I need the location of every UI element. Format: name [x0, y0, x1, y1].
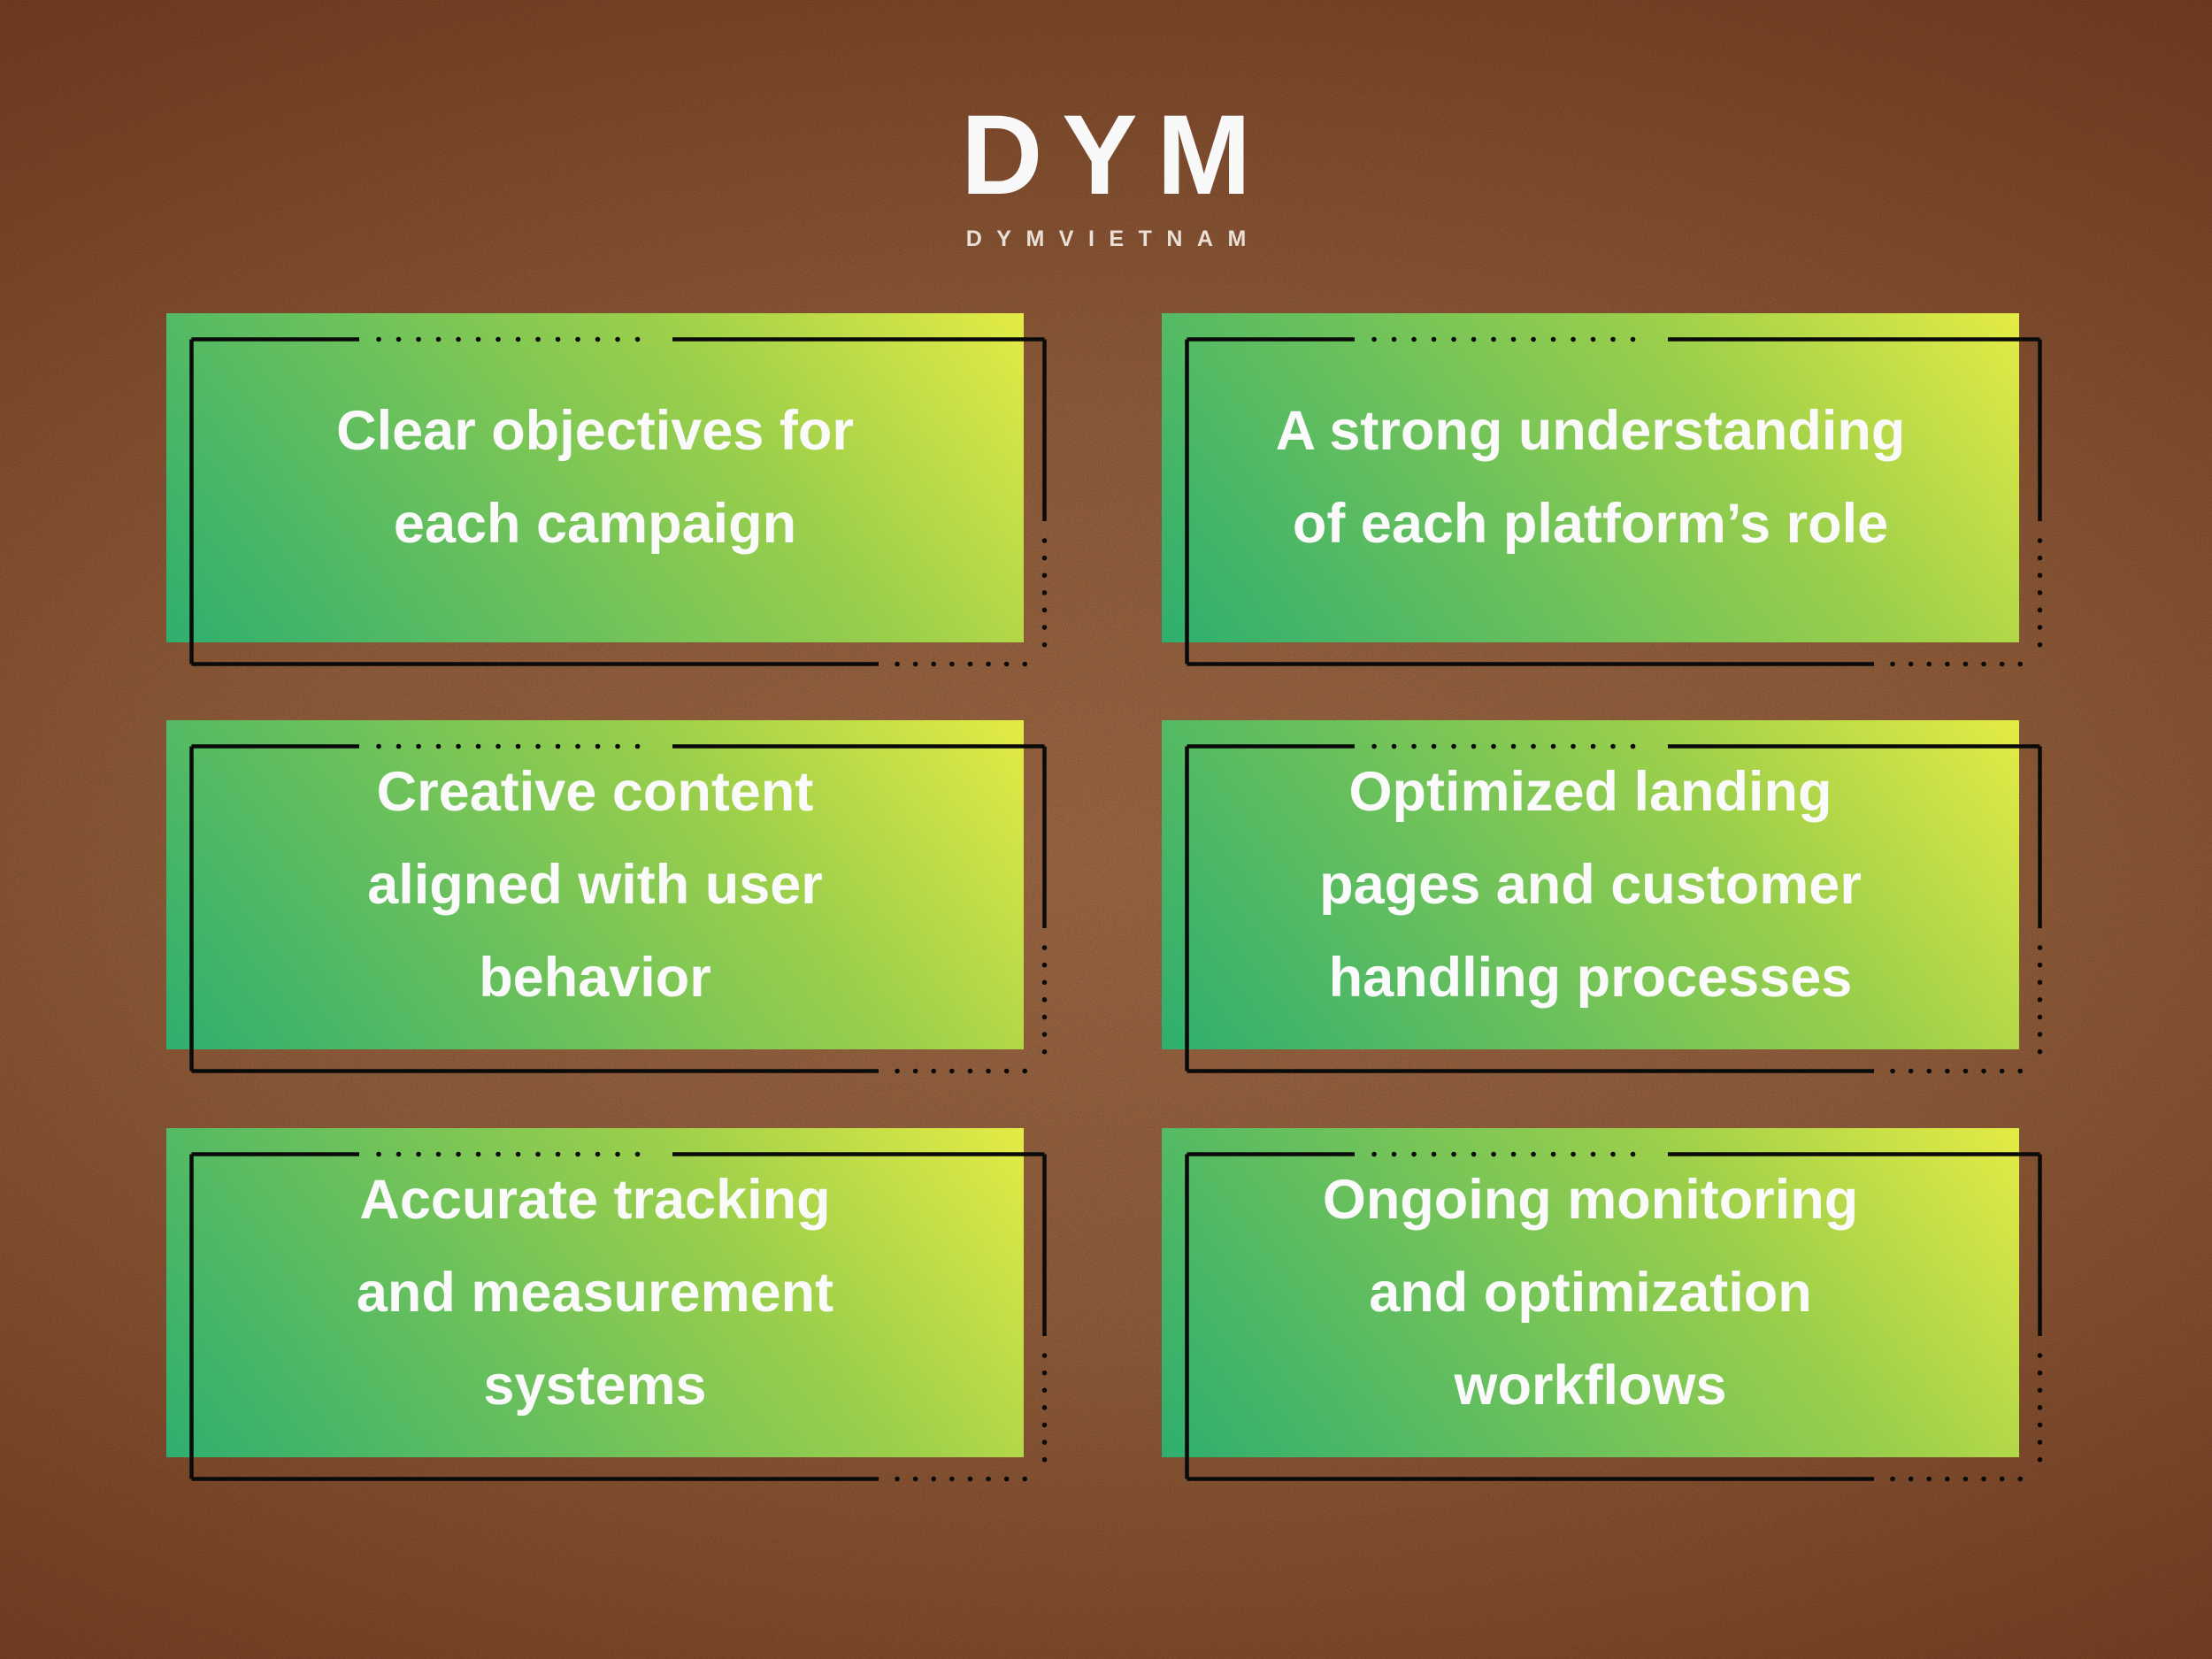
- card-accurate-tracking: Accurate tracking and measurement system…: [166, 1128, 1048, 1482]
- card-line: each campaign: [393, 493, 797, 555]
- card-clear-objectives: Clear objectives for each campaign: [166, 313, 1048, 667]
- card-optimized-landing: Optimized landing pages and customer han…: [1162, 720, 2043, 1074]
- card-text: Accurate tracking and measurement system…: [166, 1128, 1024, 1457]
- card-line: handling processes: [1328, 946, 1853, 1009]
- card-text: Clear objectives for each campaign: [166, 313, 1024, 642]
- card-line: Ongoing monitoring: [1322, 1168, 1859, 1231]
- logo-title: DYM: [961, 92, 1271, 219]
- card-text: Creative content aligned with user behav…: [166, 720, 1024, 1049]
- card-platform-understanding: A strong understanding of each platform’…: [1162, 313, 2043, 667]
- logo-subtitle: DYMVIETNAM: [965, 227, 1261, 251]
- card-creative-content: Creative content aligned with user behav…: [166, 720, 1048, 1074]
- card-line: Optimized landing: [1348, 760, 1832, 823]
- card-ongoing-monitoring: Ongoing monitoring and optimization work…: [1162, 1128, 2043, 1482]
- card-line: workflows: [1454, 1354, 1727, 1417]
- card-line: behavior: [479, 946, 711, 1009]
- card-line: and optimization: [1369, 1261, 1812, 1324]
- card-line: and measurement: [356, 1261, 834, 1324]
- card-line: pages and customer: [1319, 853, 1862, 916]
- card-line: of each platform’s role: [1292, 493, 1889, 555]
- card-line: aligned with user: [367, 853, 823, 916]
- card-line: systems: [483, 1354, 707, 1417]
- card-line: Clear objectives for: [336, 400, 854, 462]
- card-text: Optimized landing pages and customer han…: [1162, 720, 2019, 1049]
- logo: DYM DYMVIETNAM: [0, 99, 2212, 250]
- card-text: Ongoing monitoring and optimization work…: [1162, 1128, 2019, 1457]
- card-line: Accurate tracking: [359, 1168, 831, 1231]
- card-line: Creative content: [376, 760, 814, 823]
- card-line: A strong understanding: [1275, 400, 1906, 462]
- card-text: A strong understanding of each platform’…: [1162, 313, 2019, 642]
